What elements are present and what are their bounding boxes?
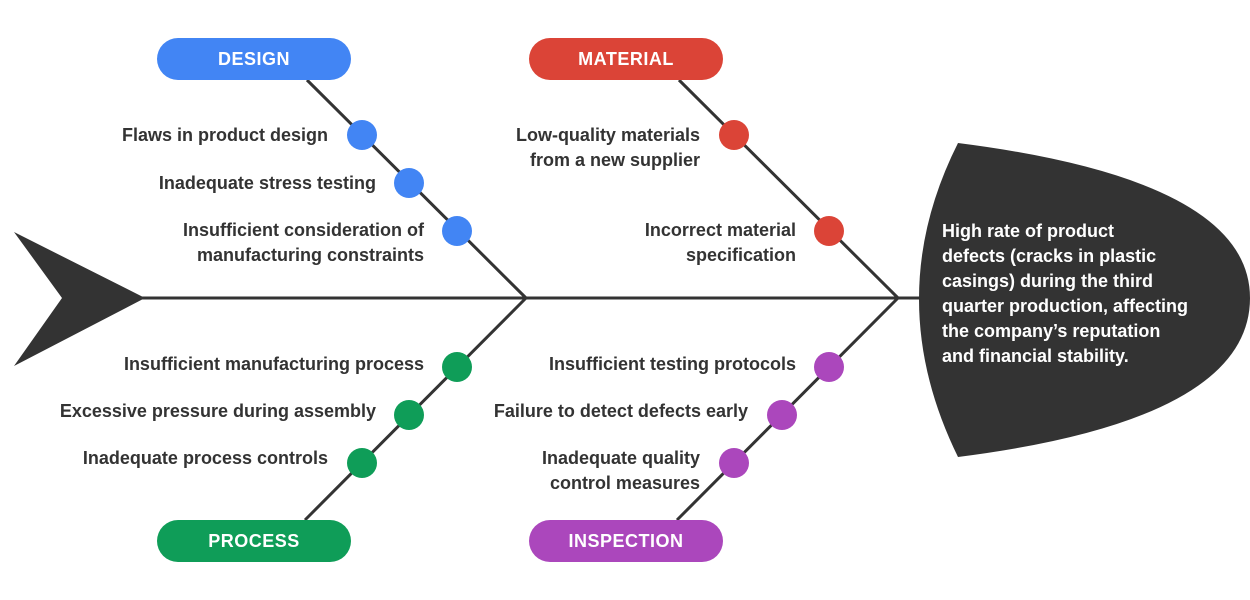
material-dot xyxy=(719,120,749,150)
category-material: MATERIAL xyxy=(529,38,723,80)
inspection-cause: Inadequate quality control measures xyxy=(541,448,700,493)
process-cause: Insufficient manufacturing process xyxy=(123,354,424,374)
design-cause: Inadequate stress testing xyxy=(158,173,376,193)
process-dot xyxy=(394,400,424,430)
material-cause: Incorrect material specification xyxy=(644,220,796,265)
design-cause: Flaws in product design xyxy=(121,125,328,145)
fish-head xyxy=(919,143,1250,457)
design-cause: Insufficient consideration of manufactur… xyxy=(182,220,424,265)
inspection-dot xyxy=(767,400,797,430)
inspection-cause: Insufficient testing protocols xyxy=(548,354,796,374)
material-cause: Low-quality materials from a new supplie… xyxy=(515,125,700,170)
category-design: DESIGN xyxy=(157,38,351,80)
process-cause: Inadequate process controls xyxy=(82,448,328,468)
inspection-dot xyxy=(719,448,749,478)
design-dot xyxy=(347,120,377,150)
effect-text: High rate of product defects (cracks in … xyxy=(942,221,1189,366)
process-dot xyxy=(347,448,377,478)
material-bone xyxy=(677,78,900,300)
process-dot xyxy=(442,352,472,382)
process-cause: Excessive pressure during assembly xyxy=(59,401,376,421)
design-dot xyxy=(394,168,424,198)
design-dot xyxy=(442,216,472,246)
category-inspection: INSPECTION xyxy=(529,520,723,562)
category-process: PROCESS xyxy=(157,520,351,562)
inspection-cause: Failure to detect defects early xyxy=(493,401,748,421)
material-dot xyxy=(814,216,844,246)
fish-tail xyxy=(14,232,145,366)
inspection-dot xyxy=(814,352,844,382)
